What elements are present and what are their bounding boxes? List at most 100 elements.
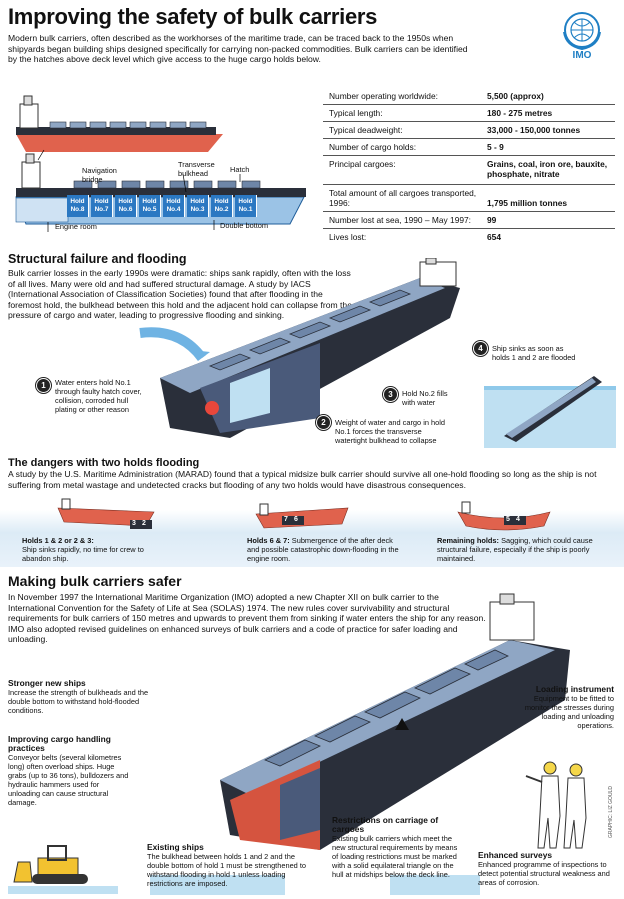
stat-label: Typical length: (323, 104, 481, 122)
flooded-hold-tags: 7 6 (282, 516, 304, 525)
bulldozer-illustration (8, 845, 118, 894)
step-number: 2 (316, 415, 331, 430)
callout-text: Conveyor belts (several kilometres long)… (8, 753, 129, 807)
credit-wrap: GRAPHIC: LIZ GOULD (606, 770, 616, 840)
stats-row: Principal cargoes:Grains, coal, iron ore… (323, 155, 615, 185)
two-holds-text: A study by the U.S. Maritime Administrat… (8, 469, 597, 490)
navigation-bridge-label: Navigation bridge (82, 166, 117, 184)
step-number: 1 (36, 378, 51, 393)
stat-value: 33,000 - 150,000 tonnes (481, 121, 615, 139)
logo-text: IMO (572, 50, 592, 61)
hold-tag: 4 (516, 516, 520, 523)
stat-value: 654 (487, 232, 501, 242)
stat-label: Total amount of all cargoes transported,… (323, 184, 481, 212)
stat-value: 1,795 million tonnes (481, 184, 615, 212)
engine-room-label: Engine room (55, 222, 97, 231)
stats-row: Lives lost: 654 (323, 229, 615, 246)
step-number: 4 (473, 341, 488, 356)
intro-text: Modern bulk carriers, often described as… (8, 33, 468, 65)
callout-text: Existing bulk carriers which meet the ne… (332, 834, 458, 879)
callout-text: Increase the strength of bulkheads and t… (8, 688, 149, 715)
stat-label: Number operating worldwide: (323, 88, 481, 105)
callout-text: Enhanced programme of inspections to det… (478, 860, 610, 887)
step-number: 3 (383, 387, 398, 402)
case-body: Submergence of the after deck and possib… (247, 536, 399, 563)
callout-title: Existing ships (147, 842, 204, 852)
structural-text: Bulk carrier losses in the early 1990s w… (8, 268, 352, 321)
callout-text: Equipment to be fitted to monitor the st… (524, 694, 614, 730)
step-text: Hold No.2 fills with water (402, 389, 448, 407)
stats-row: Total amount of all cargoes transported,… (323, 184, 615, 212)
hold-label: Hold No.3 (187, 195, 209, 217)
case-text: Holds 1 & 2 or 2 & 3:Ship sinks rapidly,… (22, 536, 172, 563)
surveyors-illustration (525, 761, 587, 849)
callout-title: Enhanced surveys (478, 850, 553, 860)
hold-label: Hold No.6 (115, 195, 137, 217)
hold-tag: 5 (506, 516, 510, 523)
case-text: Holds 6 & 7: Submergence of the after de… (247, 536, 407, 563)
page-title: Improving the safety of bulk carriers (8, 4, 378, 29)
case-body: Ship sinks rapidly, no time for crew to … (22, 545, 144, 563)
graphic-credit: GRAPHIC: LIZ GOULD (608, 786, 614, 838)
hold-label: Hold No.5 (139, 195, 161, 217)
transverse-bulkhead-label: Transverse bulkhead (178, 160, 215, 178)
stat-label: Lives lost: (329, 232, 367, 242)
hatch-label: Hatch (230, 165, 250, 174)
case-body: Sagging, which could cause structural fa… (437, 536, 593, 563)
sinking-ship-illustration (484, 376, 616, 448)
stat-label: Number of cargo holds: (323, 138, 481, 156)
flooding-ship-illustration (139, 258, 460, 438)
ship-profile-illustration (16, 95, 223, 152)
hold-tag: 3 (132, 520, 136, 527)
step-text: Weight of water and cargo in hold No.1 f… (335, 418, 445, 445)
callout-title: Restrictions on carriage of cargoes (332, 815, 439, 834)
case-title: Holds 6 & 7: (247, 536, 290, 545)
holds-strip: Hold No.8 Hold No.7 Hold No.6 Hold No.5 … (67, 195, 279, 217)
step-text: Ship sinks as soon as holds 1 and 2 are … (492, 344, 576, 362)
two-holds-heading: The dangers with two holds flooding (8, 457, 200, 469)
safer-ship-illustration (150, 593, 570, 895)
ship-sagging-illustration (457, 501, 551, 531)
case-title: Remaining holds: (437, 536, 500, 545)
stats-table: Number operating worldwide:5,500 (approx… (323, 88, 615, 245)
step-text: Water enters hold No.1 through faulty ha… (55, 378, 142, 414)
callout-title: Loading instrument (535, 684, 614, 694)
double-bottom-label: Double bottom (220, 221, 269, 230)
hold-tag: 7 (284, 516, 288, 523)
stat-value: 180 - 275 metres (481, 104, 615, 122)
hold-tag: 2 (142, 520, 146, 527)
hold-label: Hold No.1 (235, 195, 257, 217)
flooded-hold-tags: 3 2 (130, 520, 152, 529)
callout-title: Stronger new ships (8, 678, 86, 688)
stat-value: 5 - 9 (481, 138, 615, 156)
stats-row: Number of cargo holds:5 - 9 (323, 138, 615, 156)
stat-label: Typical deadweight: (323, 121, 481, 139)
hold-label: Hold No.4 (163, 195, 185, 217)
hold-tag: 6 (294, 516, 298, 523)
safer-heading: Making bulk carriers safer (8, 573, 182, 589)
stat-value: 99 (481, 211, 615, 229)
callout-title: Improving cargo handling practices (8, 734, 111, 753)
ship-cutaway-illustration (15, 149, 306, 232)
stat-label: Number lost at sea, 1990 – May 1997: (323, 211, 481, 229)
hold-label: Hold No.7 (91, 195, 113, 217)
case-title: Holds 1 & 2 or 2 & 3: (22, 536, 94, 545)
stat-label: Principal cargoes: (323, 155, 481, 185)
un-wreath-emblem-icon (563, 12, 601, 51)
callout-text: The bulkhead between holds 1 and 2 and t… (147, 852, 307, 888)
stats-row: Typical deadweight:33,000 - 150,000 tonn… (323, 121, 615, 139)
hold-label: Hold No.2 (211, 195, 233, 217)
structural-heading: Structural failure and flooding (8, 252, 187, 266)
stat-value: 5,500 (approx) (481, 88, 615, 105)
stats-row: Number operating worldwide:5,500 (approx… (323, 88, 615, 105)
safer-text: In November 1997 the International Marit… (8, 592, 486, 645)
hold-label: Hold No.8 (67, 195, 89, 217)
stats-row: Number lost at sea, 1990 – May 1997:99 (323, 211, 615, 229)
stat-value: Grains, coal, iron ore, bauxite, phospha… (481, 155, 615, 185)
case-text: Remaining holds: Sagging, which could ca… (437, 536, 612, 563)
